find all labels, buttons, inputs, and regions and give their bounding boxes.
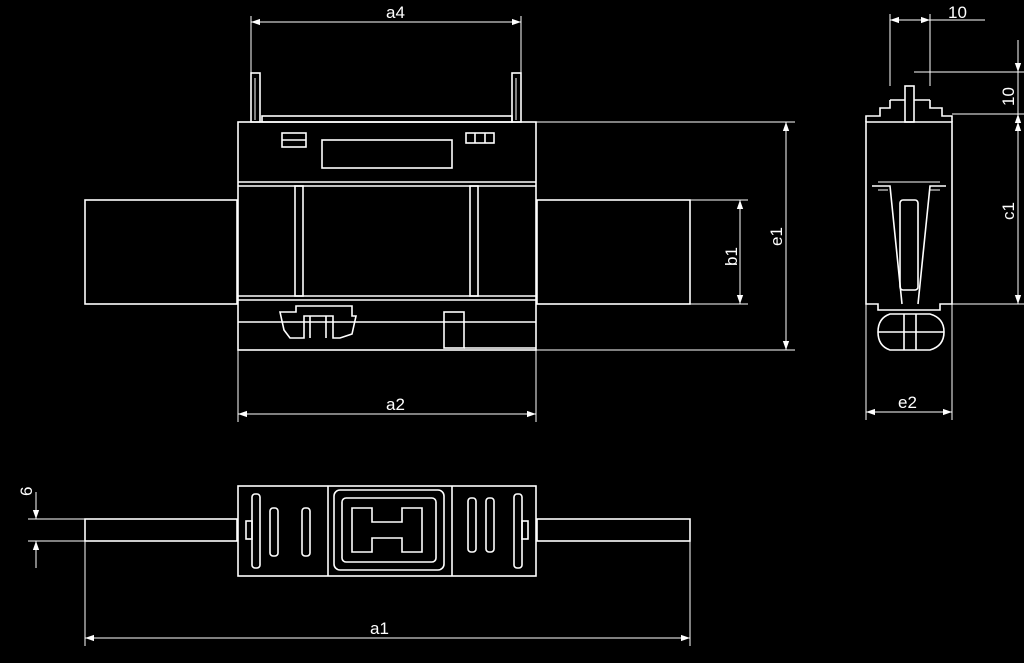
label-a1: a1 bbox=[370, 619, 389, 638]
pin-left bbox=[250, 72, 261, 123]
pin-right bbox=[511, 72, 522, 123]
top-window bbox=[333, 489, 445, 571]
label-e2: e2 bbox=[898, 393, 917, 412]
h-symbol-icon bbox=[351, 507, 423, 553]
label-c1: c1 bbox=[999, 202, 1018, 220]
side-view: 10 10 c1 e2 bbox=[865, 3, 1024, 420]
top-body bbox=[237, 485, 537, 577]
side-clip bbox=[877, 313, 945, 351]
label-a4: a4 bbox=[386, 3, 405, 22]
top-view: 6 a1 bbox=[17, 485, 691, 646]
front-view: a4 a2 b1 e1 bbox=[84, 3, 795, 422]
front-window bbox=[321, 139, 453, 169]
label-e1: e1 bbox=[767, 227, 786, 246]
front-body bbox=[237, 121, 537, 351]
shaft-left bbox=[84, 199, 238, 305]
label-dim-6: 6 bbox=[17, 487, 36, 496]
side-pin bbox=[904, 85, 915, 123]
label-a2: a2 bbox=[386, 395, 405, 414]
label-side-10: 10 bbox=[999, 87, 1018, 106]
top-shaft-right bbox=[536, 518, 691, 542]
bottom-clip bbox=[279, 305, 357, 339]
label-b1: b1 bbox=[722, 247, 741, 266]
side-body bbox=[865, 121, 953, 311]
shaft-right bbox=[536, 199, 691, 305]
top-shaft-left bbox=[84, 518, 238, 542]
label-top-10: 10 bbox=[948, 3, 967, 22]
